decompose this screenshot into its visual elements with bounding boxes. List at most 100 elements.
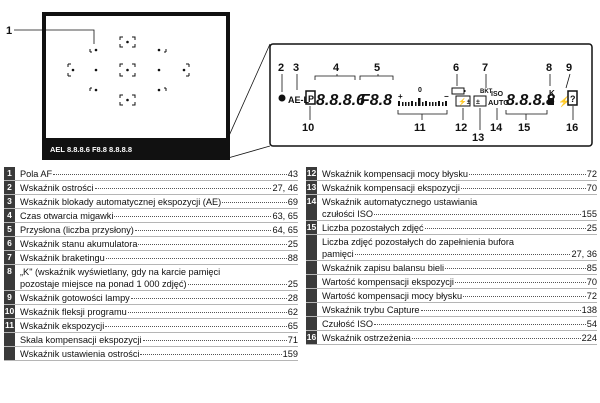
reference-text: pozostaje miejsce na ponad 1 000 zdjęć) xyxy=(20,279,187,289)
reference-text: Wskaźnik ostrości xyxy=(20,183,94,193)
reference-text: Liczba pozostałych zdjęć xyxy=(322,223,424,233)
reference-text: Wskaźnik trybu Capture xyxy=(322,305,420,315)
page-reference: 72 xyxy=(586,291,597,301)
leader-dots xyxy=(94,188,272,189)
page-reference: 25 xyxy=(287,239,298,249)
reference-text: Wskaźnik blokady automatycznej ekspozycj… xyxy=(20,197,222,207)
callout-13: 13 xyxy=(472,132,484,144)
reference-text: Wskaźnik ustawienia ostrości xyxy=(20,349,140,359)
leader-dots xyxy=(127,312,287,313)
reference-body: Wskaźnik blokady automatycznej ekspozycj… xyxy=(15,195,298,208)
iso-label: ISO xyxy=(491,91,504,98)
reference-text: Wskaźnik braketingu xyxy=(20,253,105,263)
callout-4: 4 xyxy=(333,62,340,74)
reference-text: „K" (wskaźnik wyświetlany, gdy na karcie… xyxy=(20,267,221,277)
reference-line: Przysłona (liczba przysłony)64, 65 xyxy=(20,224,298,236)
reference-number: 8 xyxy=(4,265,15,290)
page-reference: 54 xyxy=(586,319,597,329)
flex-program-mark: P xyxy=(308,94,314,104)
leader-dots xyxy=(424,228,586,229)
callout-1: 1 xyxy=(6,25,12,37)
bkt-label: BKT xyxy=(480,89,493,95)
reference-number xyxy=(4,347,15,360)
reference-number: 9 xyxy=(4,291,15,304)
page-reference: 25 xyxy=(287,279,298,289)
reference-text: Wskaźnik ostrzeżenia xyxy=(322,333,411,343)
reference-text: Wskaźnik ekspozycji xyxy=(20,321,105,331)
aperture-display: F8.8 xyxy=(360,92,392,109)
page-reference: 224 xyxy=(581,333,597,343)
page-reference: 62 xyxy=(287,307,298,317)
svg-text:+: + xyxy=(398,92,403,101)
reference-row: 3 Wskaźnik blokady automatycznej ekspozyc… xyxy=(4,195,298,209)
callout-6: 6 xyxy=(453,62,459,74)
reference-number: 4 xyxy=(4,209,15,222)
reference-number xyxy=(306,303,317,316)
top-leaders xyxy=(281,73,571,92)
leader-dots xyxy=(411,338,581,339)
page-reference: 70 xyxy=(586,183,597,193)
svg-text:0: 0 xyxy=(418,87,422,94)
viewfinder-info-strip xyxy=(44,138,228,158)
reference-number xyxy=(306,261,317,274)
flash-compensation-icon xyxy=(455,95,471,107)
svg-text:−: − xyxy=(444,92,449,101)
reference-number: 7 xyxy=(4,251,15,264)
reference-number: 11 xyxy=(4,319,15,332)
reference-text: czułości ISO xyxy=(322,209,374,219)
leader-dots xyxy=(105,258,287,259)
leader-dots xyxy=(374,214,581,215)
page-reference: 88 xyxy=(287,253,298,263)
reference-text: Czułość ISO xyxy=(322,319,374,329)
callout-9: 9 xyxy=(566,62,572,74)
reference-text: Przysłona (liczba przysłony) xyxy=(20,225,134,235)
reference-text: pamięci xyxy=(322,249,354,259)
viewfinder-svg: AEL 8.8.8.6 F8.8 8.8.8.8 xyxy=(6,12,593,160)
battery-terminal xyxy=(464,90,466,92)
leader-dots xyxy=(105,326,287,327)
reference-text: Wartość kompensacji ekspozycji xyxy=(322,277,454,287)
bottom-callouts: 10 11 12 13 14 15 16 xyxy=(302,122,578,144)
reference-number xyxy=(306,235,317,260)
page-reference: 155 xyxy=(581,209,597,219)
svg-text:±: ± xyxy=(476,99,480,106)
frame-count-display: 8.8.8.8 xyxy=(506,92,555,109)
reference-text: Czas otwarcia migawki xyxy=(20,211,114,221)
leader-dots xyxy=(130,298,287,299)
exposure-scale: + 0 − xyxy=(398,87,449,106)
iso-auto-label: AUTO xyxy=(488,98,509,107)
reference-number: 3 xyxy=(4,195,15,208)
reference-line: Wskaźnik ostrzeżenia 224 xyxy=(322,332,597,344)
page-reference: 69 xyxy=(287,197,298,207)
callout-12: 12 xyxy=(455,122,467,134)
leader-dots xyxy=(463,296,586,297)
reference-text: Wskaźnik stanu akumulatora xyxy=(20,239,138,249)
connector-bottom xyxy=(227,145,271,159)
reference-number: 10 xyxy=(4,305,15,318)
reference-text: Wskaźnik fleksji programu xyxy=(20,307,127,317)
leader-dots xyxy=(187,284,287,285)
